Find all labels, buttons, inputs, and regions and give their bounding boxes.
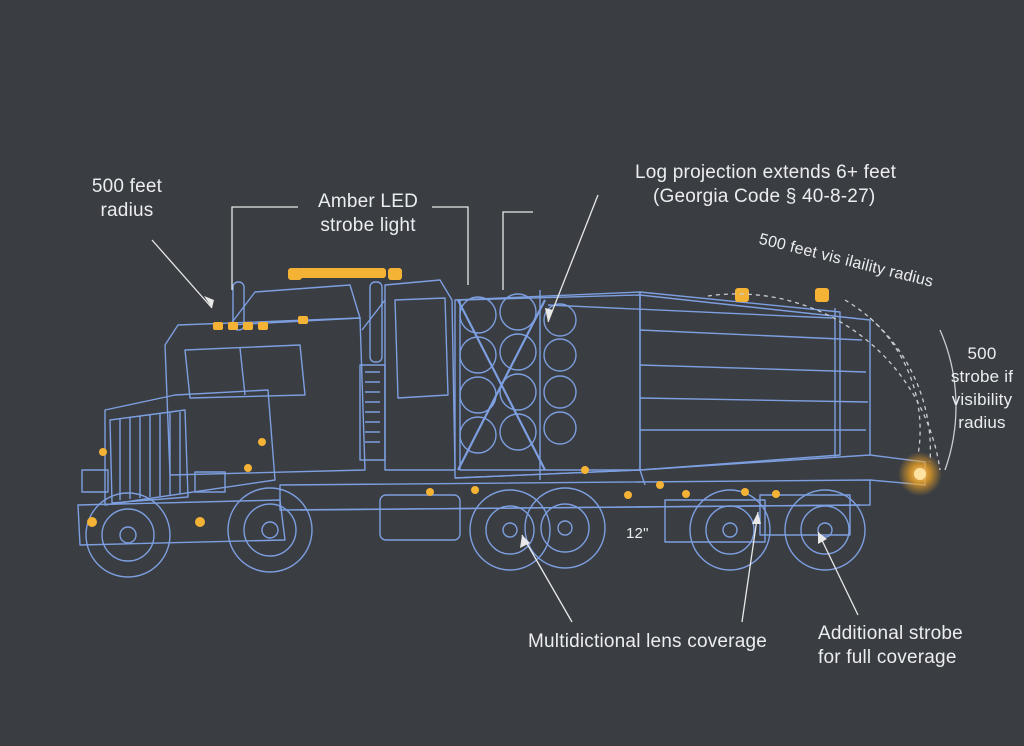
log-projection-label-line-1: Log projection extends 6+ feet — [635, 162, 897, 183]
log-bundle-icon — [457, 293, 926, 486]
strobe-light-label-line-2: strobe light — [320, 215, 416, 236]
additional-strobe-label: Additional strobe for full coverage — [818, 622, 963, 670]
additional-strobe-label-line-2: for full coverage — [818, 647, 957, 668]
tractor-cab — [164, 279, 456, 476]
dimension-label: 12" — [626, 525, 649, 542]
strobe-light-label: Amber LED strobe light — [298, 190, 438, 238]
hood-grille — [77, 389, 286, 546]
right-visibility-label-line-3: visibility — [951, 390, 1013, 409]
visibility-radius-arcs — [707, 293, 941, 471]
exhaust-stacks — [232, 281, 383, 363]
chassis-frame — [279, 479, 871, 543]
radius-label-top-left: 500 feet radius — [82, 175, 172, 223]
right-visibility-label-line-2: strobe if — [950, 367, 1014, 386]
radius-label-line-2: radius — [100, 200, 154, 221]
right-visibility-label-line-4: radius — [958, 413, 1006, 432]
right-visibility-label-line-1: 500 — [967, 344, 997, 363]
wheel-icon — [85, 487, 866, 578]
radius-label-line-1: 500 feet — [91, 176, 163, 197]
trailer-bunks — [454, 290, 841, 486]
amber-strobe-light-icon — [87, 268, 829, 527]
leader-arrowheads — [204, 296, 827, 548]
leader-lines — [151, 194, 859, 623]
right-visibility-label: 500 strobe if visibility radius — [942, 342, 1022, 434]
log-projection-label-line-2: (Georgia Code § 40-8-27) — [653, 186, 876, 207]
lens-coverage-label: Multidictional lens coverage — [528, 631, 767, 652]
additional-strobe-label-line-1: Additional strobe — [818, 623, 963, 644]
strobe-light-label-line-1: Amber LED — [317, 191, 418, 212]
rear-strobe-light — [914, 468, 926, 480]
right-radius-arc — [939, 329, 957, 471]
log-projection-label: Log projection extends 6+ feet (Georgia … — [625, 161, 925, 209]
